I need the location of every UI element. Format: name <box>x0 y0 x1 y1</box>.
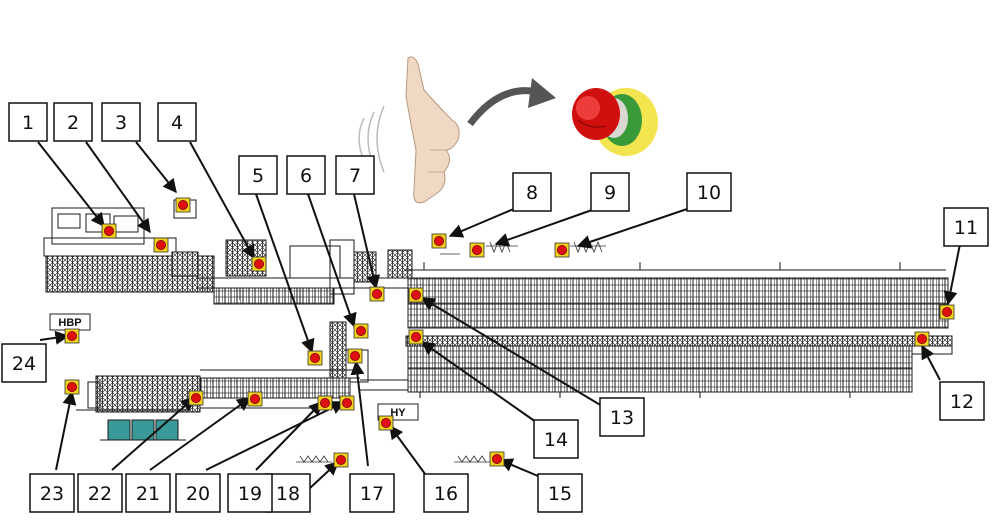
e-stop-button-icon <box>914 331 930 347</box>
e-stop-button-icon <box>101 223 117 239</box>
svg-text:16: 16 <box>434 483 458 505</box>
e-stop-button-icon <box>153 237 169 253</box>
svg-text:6: 6 <box>300 165 312 187</box>
control-cabinets <box>100 419 186 441</box>
svg-text:23: 23 <box>40 483 64 505</box>
svg-text:19: 19 <box>238 483 262 505</box>
callout-labels: 1 2 3 4 5 6 7 8 9 10 11 12 13 14 15 16 1… <box>1 102 989 513</box>
svg-text:HY: HY <box>390 407 406 419</box>
e-stop-button-icon <box>378 415 394 431</box>
callout-17: 17 <box>349 473 395 513</box>
callout-18: 18 <box>265 473 311 513</box>
machine-layout <box>43 199 953 413</box>
e-stop-button-icon <box>554 242 570 258</box>
hand-wave-icon <box>358 56 460 204</box>
svg-text:4: 4 <box>171 112 183 134</box>
callout-5: 5 <box>238 155 278 195</box>
tag-hbp: HBP <box>49 313 91 331</box>
callout-2: 2 <box>53 102 93 142</box>
svg-text:24: 24 <box>12 353 36 375</box>
callout-21: 21 <box>125 473 171 513</box>
callout-6: 6 <box>286 155 326 195</box>
svg-text:15: 15 <box>548 483 572 505</box>
leader-lines <box>37 141 961 489</box>
emergency-stop-icon <box>572 88 658 156</box>
e-stop-button-icon <box>408 329 424 345</box>
e-stop-button-icon <box>175 197 191 213</box>
svg-text:12: 12 <box>950 391 974 413</box>
svg-text:10: 10 <box>697 182 721 204</box>
e-stop-button-icon <box>339 395 355 411</box>
callout-14: 14 <box>533 419 579 459</box>
svg-text:7: 7 <box>349 165 361 187</box>
svg-text:18: 18 <box>276 483 300 505</box>
callout-3: 3 <box>101 102 141 142</box>
svg-text:3: 3 <box>115 112 127 134</box>
svg-text:9: 9 <box>604 182 616 204</box>
svg-text:HBP: HBP <box>58 317 81 329</box>
e-stop-button-icon <box>307 350 323 366</box>
svg-text:17: 17 <box>360 483 384 505</box>
callout-12: 12 <box>939 381 985 421</box>
e-stop-button-icon <box>431 233 447 249</box>
callout-24: 24 <box>1 343 47 383</box>
callout-11: 11 <box>943 207 989 247</box>
svg-text:22: 22 <box>88 483 112 505</box>
callout-7: 7 <box>335 155 375 195</box>
svg-text:5: 5 <box>252 165 264 187</box>
e-stop-button-icon <box>469 242 485 258</box>
e-stop-button-icon <box>939 304 955 320</box>
svg-text:21: 21 <box>136 483 160 505</box>
e-stop-button-icon <box>251 256 267 272</box>
e-stop-button-icon <box>247 391 263 407</box>
callout-8: 8 <box>512 172 552 212</box>
callout-9: 9 <box>590 172 630 212</box>
callout-15: 15 <box>537 473 583 513</box>
e-stop-button-icon <box>64 328 80 344</box>
callout-16: 16 <box>423 473 469 513</box>
e-stop-button-icon <box>317 395 333 411</box>
callout-22: 22 <box>77 473 123 513</box>
callout-10: 10 <box>686 172 732 212</box>
svg-text:8: 8 <box>526 182 538 204</box>
svg-text:11: 11 <box>954 217 978 239</box>
callout-23: 23 <box>29 473 75 513</box>
curved-arrow-icon <box>467 78 556 127</box>
svg-text:13: 13 <box>610 407 634 429</box>
svg-text:2: 2 <box>67 112 79 134</box>
e-stop-button-icon <box>408 287 424 303</box>
callout-19: 19 <box>227 473 273 513</box>
callout-4: 4 <box>157 102 197 142</box>
svg-text:14: 14 <box>544 429 568 451</box>
svg-text:20: 20 <box>186 483 210 505</box>
e-stop-button-icon <box>333 452 349 468</box>
callout-20: 20 <box>175 473 221 513</box>
e-stop-button-icon <box>369 286 385 302</box>
e-stop-button-icon <box>353 323 369 339</box>
callout-13: 13 <box>599 397 645 437</box>
svg-text:1: 1 <box>22 112 34 134</box>
e-stop-button-icon <box>347 348 363 364</box>
e-stop-button-icon <box>64 379 80 395</box>
e-stop-button-icon <box>489 451 505 467</box>
callout-1: 1 <box>8 102 48 142</box>
e-stop-button-icon <box>188 390 204 406</box>
